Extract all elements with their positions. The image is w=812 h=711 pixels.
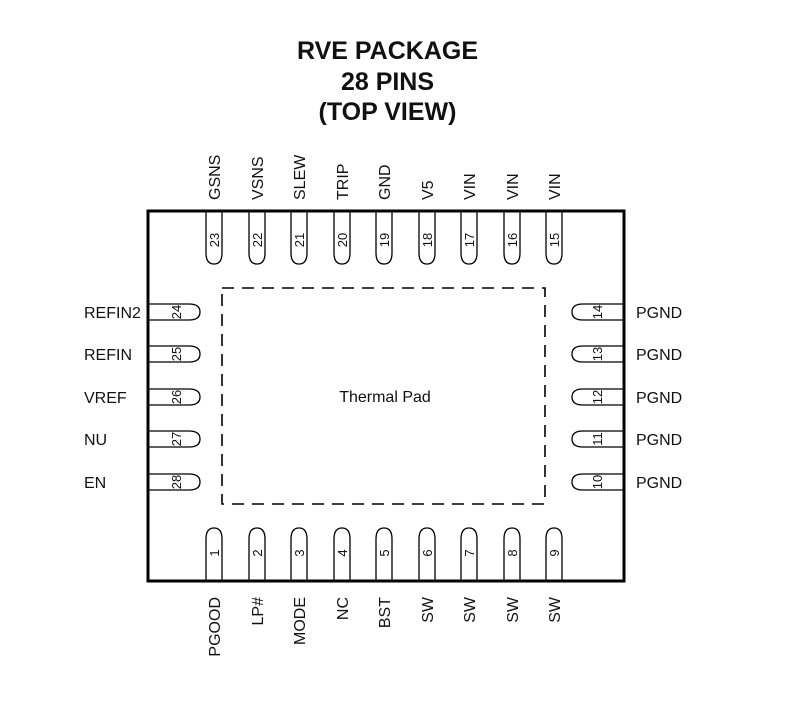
pin-pad [418, 212, 436, 265]
pin-label: SW [547, 596, 564, 623]
pin-label: PGOOD [207, 597, 224, 657]
pin-label: NU [84, 432, 107, 449]
pin-pad [149, 303, 201, 321]
pin-number: 20 [335, 233, 350, 247]
pin-number: 23 [207, 233, 222, 247]
pin-number: 9 [547, 549, 562, 556]
pin-number: 24 [169, 305, 184, 319]
pin-number: 18 [420, 233, 435, 247]
pin-number: 12 [590, 390, 605, 404]
pin-label: VIN [462, 173, 479, 200]
pin-number: 8 [505, 549, 520, 556]
pin-label: REFIN [84, 347, 132, 364]
pin-pad [333, 527, 351, 580]
pin-number: 10 [590, 475, 605, 489]
pin-pad [460, 212, 478, 265]
pin-label: PGND [636, 305, 682, 322]
pin-number: 25 [169, 347, 184, 361]
pin-pad [571, 303, 623, 321]
title-line-3: (TOP VIEW) [318, 98, 457, 126]
pin-pad [290, 527, 308, 580]
pin-number: 7 [462, 549, 477, 556]
pin-number: 13 [590, 347, 605, 361]
pin-number: 1 [207, 549, 222, 556]
pin-number: 28 [169, 475, 184, 489]
pin-pad [460, 527, 478, 580]
pin-number: 27 [169, 432, 184, 446]
pin-pad [418, 527, 436, 580]
pin-label: PGND [636, 390, 682, 407]
pin-label: V5 [420, 180, 437, 200]
pin-label: PGND [636, 432, 682, 449]
title-line-1: RVE PACKAGE [296, 37, 479, 65]
pin-number: 4 [335, 549, 350, 556]
pin-pad [571, 345, 623, 363]
thermal-pad-label: Thermal Pad [339, 389, 431, 406]
pin-label: SW [505, 596, 522, 623]
pin-number: 15 [547, 233, 562, 247]
package-body [146, 209, 626, 583]
pin-label: SW [420, 596, 437, 623]
pin-label: EN [84, 475, 106, 492]
pin-label: PGND [636, 347, 682, 364]
pin-label: MODE [292, 597, 309, 645]
pin-pad [248, 212, 266, 265]
pin-label: REFIN2 [84, 305, 141, 322]
pin-pad [503, 212, 521, 265]
title-line-2: 28 PINS [340, 68, 435, 96]
pin-number: 5 [377, 549, 392, 556]
pin-label: LP# [250, 597, 267, 626]
pin-pad [503, 527, 521, 580]
pin-pad [149, 345, 201, 363]
pin-label: VIN [505, 173, 522, 200]
pin-number: 2 [250, 549, 265, 556]
pin-label: VIN [547, 173, 564, 200]
pin-label: GSNS [207, 155, 224, 200]
pin-label: SLEW [292, 154, 309, 200]
pin-pad [375, 212, 393, 265]
pin-label: VSNS [250, 156, 267, 200]
pin-pad [205, 527, 223, 580]
pin-pad [571, 430, 623, 448]
pin-pad [333, 212, 351, 265]
pin-number: 21 [292, 233, 307, 247]
pin-number: 19 [377, 233, 392, 247]
pin-number: 11 [590, 432, 605, 446]
pin-number: 16 [505, 233, 520, 247]
pin-label: GND [377, 164, 394, 200]
pin-pad [149, 473, 201, 491]
pin-label: NC [335, 597, 352, 620]
pin-pad [149, 430, 201, 448]
pin-pad [545, 212, 563, 265]
pin-number: 14 [590, 305, 605, 319]
pin-number: 3 [292, 549, 307, 556]
pin-number: 26 [169, 390, 184, 404]
pin-label: BST [377, 597, 394, 628]
pin-number: 17 [462, 233, 477, 247]
pin-number: 22 [250, 233, 265, 247]
pin-label: TRIP [335, 164, 352, 200]
pin-pad [290, 212, 308, 265]
pin-label: SW [462, 596, 479, 623]
thermal-pad-outline [221, 287, 546, 505]
pin-pad [375, 527, 393, 580]
pin-pad [571, 388, 623, 406]
pin-pad [571, 473, 623, 491]
pin-pad [149, 388, 201, 406]
pin-label: VREF [84, 390, 127, 407]
pin-pad [545, 527, 563, 580]
pin-label: PGND [636, 475, 682, 492]
pin-number: 6 [420, 549, 435, 556]
pin-pad [205, 212, 223, 265]
pin-pad [248, 527, 266, 580]
